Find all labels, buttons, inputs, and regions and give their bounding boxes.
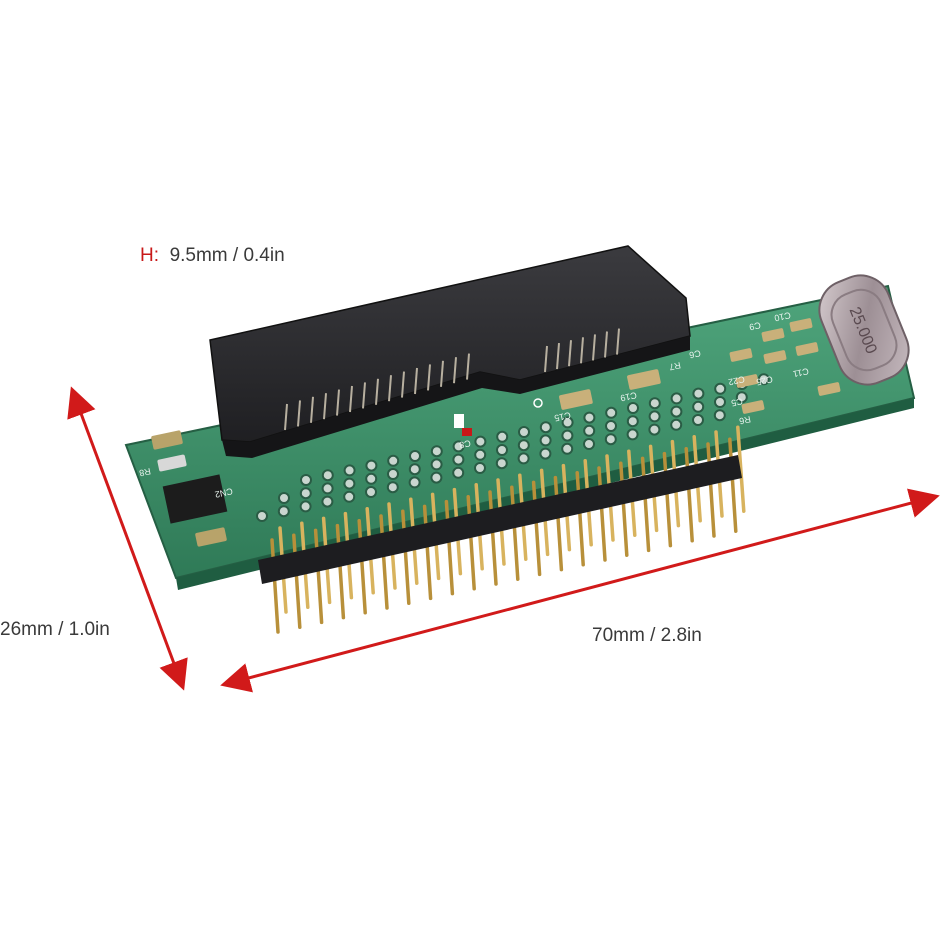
silkscreen-label: C11 (792, 366, 810, 379)
silkscreen-label: C22 (727, 374, 745, 387)
silkscreen-label: C5 (730, 396, 743, 408)
silkscreen-label: C10 (773, 310, 791, 323)
height-prefix: H: (140, 245, 159, 266)
through-hole-pads (256, 373, 770, 522)
smd-components (151, 318, 841, 547)
ide-header-pins (270, 425, 746, 634)
length-arrow (220, 488, 940, 693)
height-dimension-label: H: 9.5mm / 0.4in (140, 246, 285, 265)
ide-header-strip (258, 455, 742, 584)
silkscreen-label: R8 (138, 466, 151, 478)
silkscreen-label: C9 (748, 320, 761, 332)
silkscreen-label: C6 (688, 348, 701, 360)
silkscreen-label: C19 (619, 390, 637, 403)
silkscreen-label: R7 (668, 360, 681, 372)
width-dimension-label: 26mm / 1.0in (0, 619, 110, 640)
silkscreen-label: C8 (458, 438, 471, 450)
silkscreen-label: C15 (553, 410, 571, 423)
width-arrow (67, 386, 188, 691)
silkscreen-label: CN2 (214, 486, 234, 500)
crystal-oscillator (818, 274, 910, 386)
silkscreen-label: R6 (738, 414, 751, 426)
height-value: 9.5mm / 0.4in (169, 245, 285, 266)
sata-contacts (284, 328, 620, 431)
sata-connector-face (222, 336, 690, 458)
silkscreen-label: C25 (755, 374, 773, 387)
length-dimension-label: 70mm / 2.8in (592, 625, 702, 646)
